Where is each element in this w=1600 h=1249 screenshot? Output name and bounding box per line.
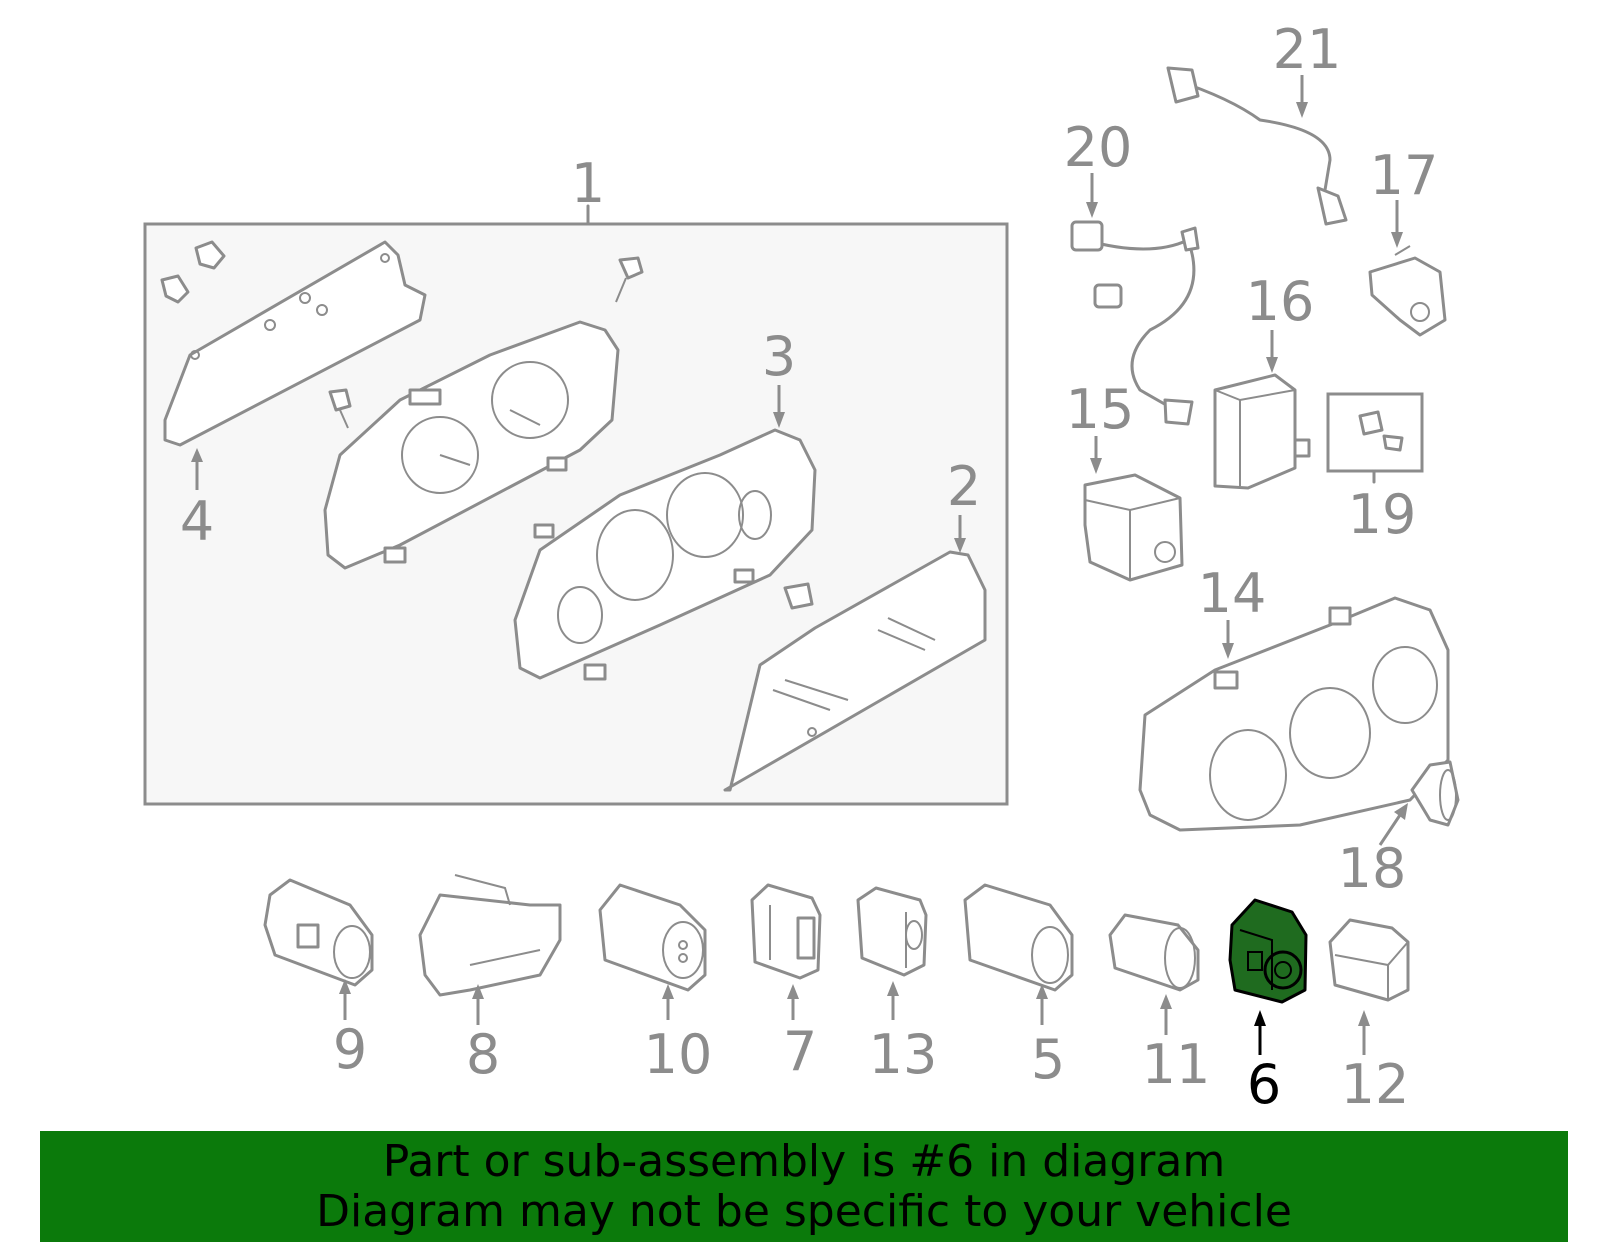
part-16-module[interactable]	[1213, 373, 1311, 490]
label-part-9: 9	[333, 1018, 367, 1081]
part-11-switch[interactable]	[1108, 913, 1200, 992]
label-part-11: 11	[1142, 1033, 1211, 1096]
label-part-3: 3	[762, 325, 796, 388]
part-5-switch[interactable]	[963, 883, 1074, 992]
label-part-10: 10	[644, 1023, 713, 1086]
part-19-bulbs[interactable]	[1358, 410, 1404, 452]
leader-arrows	[191, 75, 1408, 1055]
part-14-cluster[interactable]	[1138, 596, 1450, 832]
label-part-12: 12	[1341, 1053, 1410, 1116]
label-part-19: 19	[1348, 483, 1417, 546]
label-part-21: 21	[1273, 18, 1342, 81]
part-6-switch-selected[interactable]	[1228, 898, 1308, 1004]
part-4-back-plate[interactable]	[163, 240, 427, 447]
part-13-switch[interactable]	[856, 886, 928, 977]
part-21-harness[interactable]	[1166, 66, 1348, 226]
part-8-switch[interactable]	[418, 874, 562, 997]
part-9-switch[interactable]	[263, 878, 374, 987]
part-18-knob[interactable]	[1410, 760, 1460, 827]
part-2-lens[interactable]	[723, 550, 987, 792]
banner-line-2: Diagram may not be specific to your vehi…	[316, 1186, 1292, 1237]
label-part-16: 16	[1246, 270, 1315, 333]
clip-icon	[160, 240, 226, 304]
label-part-5: 5	[1031, 1028, 1065, 1091]
part-20-harness[interactable]	[1070, 220, 1200, 426]
screw-icon	[328, 256, 814, 610]
label-part-18: 18	[1338, 837, 1407, 900]
label-part-1: 1	[571, 152, 605, 215]
banner-line-1: Part or sub-assembly is #6 in diagram	[382, 1136, 1226, 1187]
part-17-switch[interactable]	[1368, 245, 1447, 337]
info-banner: Part or sub-assembly is #6 in diagram Di…	[40, 1131, 1568, 1242]
part-1-cluster-housing[interactable]	[323, 320, 620, 570]
part-12-switch[interactable]	[1328, 918, 1410, 1002]
part-15-switch[interactable]	[1083, 473, 1184, 582]
label-part-4: 4	[180, 490, 214, 553]
label-part-15: 15	[1066, 378, 1135, 441]
label-part-7: 7	[783, 1020, 817, 1083]
label-part-2: 2	[947, 455, 981, 518]
label-part-13: 13	[869, 1023, 938, 1086]
label-part-17: 17	[1370, 144, 1439, 207]
part-7-switch[interactable]	[750, 883, 822, 980]
part-10-switch[interactable]	[598, 883, 707, 992]
label-part-6-selected: 6	[1247, 1053, 1281, 1116]
label-part-14: 14	[1198, 562, 1267, 625]
label-part-20: 20	[1064, 116, 1133, 179]
part-3-cluster-face[interactable]	[513, 428, 817, 681]
label-part-8: 8	[466, 1023, 500, 1086]
